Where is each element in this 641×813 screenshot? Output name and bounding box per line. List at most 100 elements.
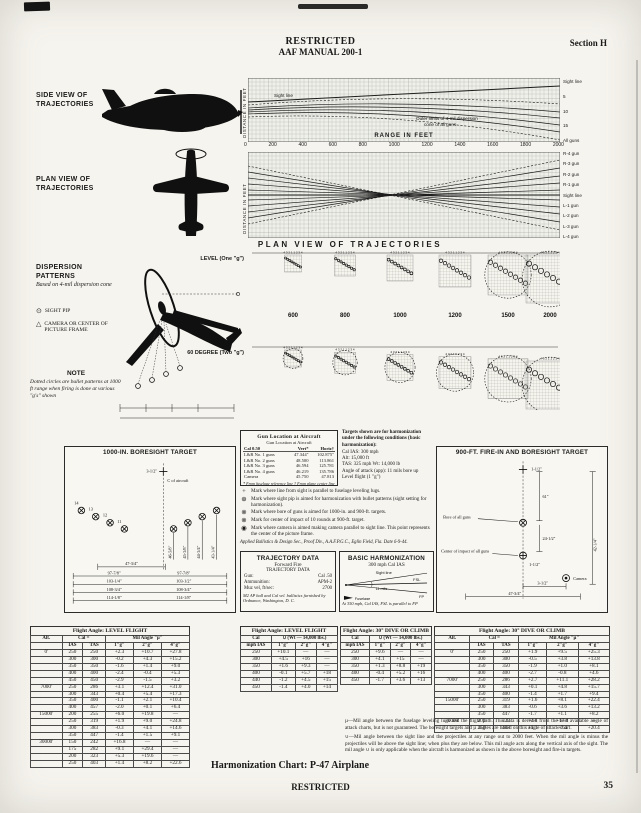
condition-line: Cal IAS: 300 mph bbox=[342, 449, 379, 455]
table-row: 300+4.5+16— bbox=[240, 655, 339, 664]
gun-line-label: R-2 gun bbox=[563, 171, 580, 177]
table-cell: 15000' bbox=[433, 697, 471, 706]
dim-61: 61" bbox=[542, 494, 548, 499]
dive-row-label: 60 DEGREE (Two "g") bbox=[187, 350, 244, 356]
condition-line: Angle of attack (app): 11 mils bore up bbox=[342, 468, 419, 474]
sight-line-annotation: Sight line bbox=[274, 93, 293, 98]
gun-line-label: L-2 gun bbox=[563, 213, 579, 219]
gun-numbers: 4 3 2 1 1 2 3 4 bbox=[283, 346, 303, 350]
table-cell: +31.0 bbox=[160, 683, 191, 692]
harmonization-angle-diagram: Sight line FSL FP 11 mils Fuselage bbox=[343, 570, 428, 600]
table-row: 450-1.4+4.0+14 bbox=[240, 683, 339, 692]
bottom-dim: 103-1/2" bbox=[176, 579, 191, 584]
table-cell: Camera bbox=[244, 474, 259, 479]
camera-label: Camera bbox=[573, 576, 586, 581]
camera-legend-text: CAMERA OR CENTER OF PICTURE FRAME bbox=[44, 321, 108, 334]
table-cell: +15.7 bbox=[577, 683, 611, 692]
gun-numbers: 4 3 2 1 1 2 3 4 bbox=[540, 357, 560, 361]
gun-line-label: L-4 gun bbox=[563, 234, 579, 239]
sight-pip-legend: ⊙ SIGHT PIP bbox=[36, 308, 122, 315]
table-cell bbox=[433, 704, 471, 713]
table-cell bbox=[30, 676, 63, 685]
x-tick-label: 1600 bbox=[487, 142, 499, 148]
dispersion-row-60deg: 4 3 2 1 1 2 3 4 4 3 2 1 1 2 3 4 4 3 2 1 1 … bbox=[252, 346, 560, 410]
x-tick-label: 1000 bbox=[388, 142, 400, 148]
table-title: Flight Angle: LEVEL FLIGHT bbox=[240, 626, 338, 636]
side-view-label: SIDE VIEW OF TRAJECTORIES bbox=[36, 92, 94, 108]
bottom-dim: 108-3/4" bbox=[107, 587, 122, 592]
footer-restricted: RESTRICTED bbox=[291, 782, 350, 792]
column-group-header: Cal bbox=[240, 635, 272, 644]
legend-item: ⊗Mark for center of impact of 10 rounds … bbox=[240, 517, 434, 525]
chart-edge-label: 15 bbox=[563, 123, 569, 129]
table-cell bbox=[433, 683, 471, 692]
plan-view-caption: PLAN VIEW OF TRAJECTORIES bbox=[257, 240, 443, 249]
trajectory-data-title: TRAJECTORY DATA bbox=[256, 555, 320, 562]
boresight-1000-diagram: 3-1/2" C of aircraft 14 13 12 11 bbox=[72, 463, 228, 604]
gun-number: 12 bbox=[103, 513, 107, 518]
table-cell: 2700 bbox=[322, 585, 332, 591]
header-section: Section H bbox=[569, 38, 607, 48]
gun-line-label: R-1 gun bbox=[563, 182, 580, 188]
x-tick-label: 600 bbox=[328, 142, 337, 148]
aircraft-plan-silhouette bbox=[153, 148, 229, 236]
table-cell bbox=[30, 746, 63, 755]
firein-900-box: 900-FT. FIRE-IN AND BORESIGHT TARGET 1-1… bbox=[436, 446, 608, 613]
harmonization-conditions: Targets shown are for harmonization unde… bbox=[342, 430, 434, 481]
table-cell: 0' bbox=[30, 648, 63, 657]
dispersion-cluster: 4 3 2 1 1 2 3 4 bbox=[384, 350, 416, 383]
boresight-1000-title: 1000-IN. BORESIGHT TARGET bbox=[103, 449, 197, 456]
scan-artifact bbox=[23, 1, 51, 12]
boresight-1000-box: 1000-IN. BORESIGHT TARGET 3-1/2" C of ai… bbox=[64, 446, 236, 613]
gun-trajectory-lines bbox=[248, 159, 560, 231]
table-cell: +14 bbox=[315, 683, 339, 692]
table-row: Ammunition:APM-2 bbox=[243, 580, 333, 586]
dim-42: 42-1/4" bbox=[593, 538, 598, 551]
conditions-intro: Targets shown are for harmonization unde… bbox=[342, 430, 422, 448]
dim-24: 24-1/2" bbox=[542, 536, 555, 541]
symbol-legend: +Mark where line from sight is parallel … bbox=[240, 488, 434, 545]
table-cell: 286 bbox=[492, 676, 520, 685]
table-cell: +2.7 bbox=[518, 676, 548, 685]
x-tick-label: 1400 bbox=[454, 142, 466, 148]
aircraft-side-silhouette bbox=[102, 88, 243, 134]
fsl-label: FSL bbox=[413, 577, 421, 582]
table-cell: 250 bbox=[61, 760, 84, 769]
table-cell: Ammunition: bbox=[244, 579, 270, 585]
column-header: Horiz† bbox=[309, 445, 335, 452]
table-cell: L&R No. 1 guns bbox=[244, 452, 275, 457]
basic-harmonization-box: BASIC HARMONIZATION 300 mph Cal IAS Sigh… bbox=[339, 551, 434, 612]
table-cell bbox=[30, 669, 63, 678]
table-row: Muz vel, ft/sec: 2700 bbox=[243, 586, 333, 592]
firein-900-title: 900-FT. FIRE-IN AND BORESIGHT TARGET bbox=[455, 449, 589, 456]
table-cell: 450 bbox=[82, 676, 106, 685]
basic-harmonization-note: At 350 mph, Cal IAS, FSL is parallel to … bbox=[342, 601, 418, 606]
table-cell: 113.861 bbox=[319, 457, 334, 463]
table-cell: +0.1 bbox=[518, 683, 548, 692]
side-trajectory-chart: Sight line Outer limits of 4-mil dispers… bbox=[248, 78, 560, 142]
table-cell: 46.594 bbox=[295, 463, 309, 468]
x-tick-label: 800 bbox=[358, 142, 367, 148]
dim-center-offset: 3-1/2" bbox=[146, 469, 157, 474]
plan-trajectory-chart bbox=[248, 152, 560, 238]
legend-item: ⊕Mark where sight pip is aimed for harmo… bbox=[240, 496, 434, 509]
table-cell: Muz vel, ft/sec: bbox=[244, 585, 274, 591]
table-cell: 102.875" bbox=[317, 452, 334, 457]
vertical-dim: 45-3/8" bbox=[182, 545, 187, 558]
gun-number: 14 bbox=[74, 500, 79, 505]
side-chart-y-axis-label: DISTANCE IN FEET bbox=[242, 87, 247, 138]
vertical-dim: 46-5/8" bbox=[168, 545, 173, 558]
column-group-header: Cal = bbox=[469, 635, 520, 644]
dispersion-cluster: 4 3 2 1 1 2 3 4 bbox=[332, 348, 358, 376]
